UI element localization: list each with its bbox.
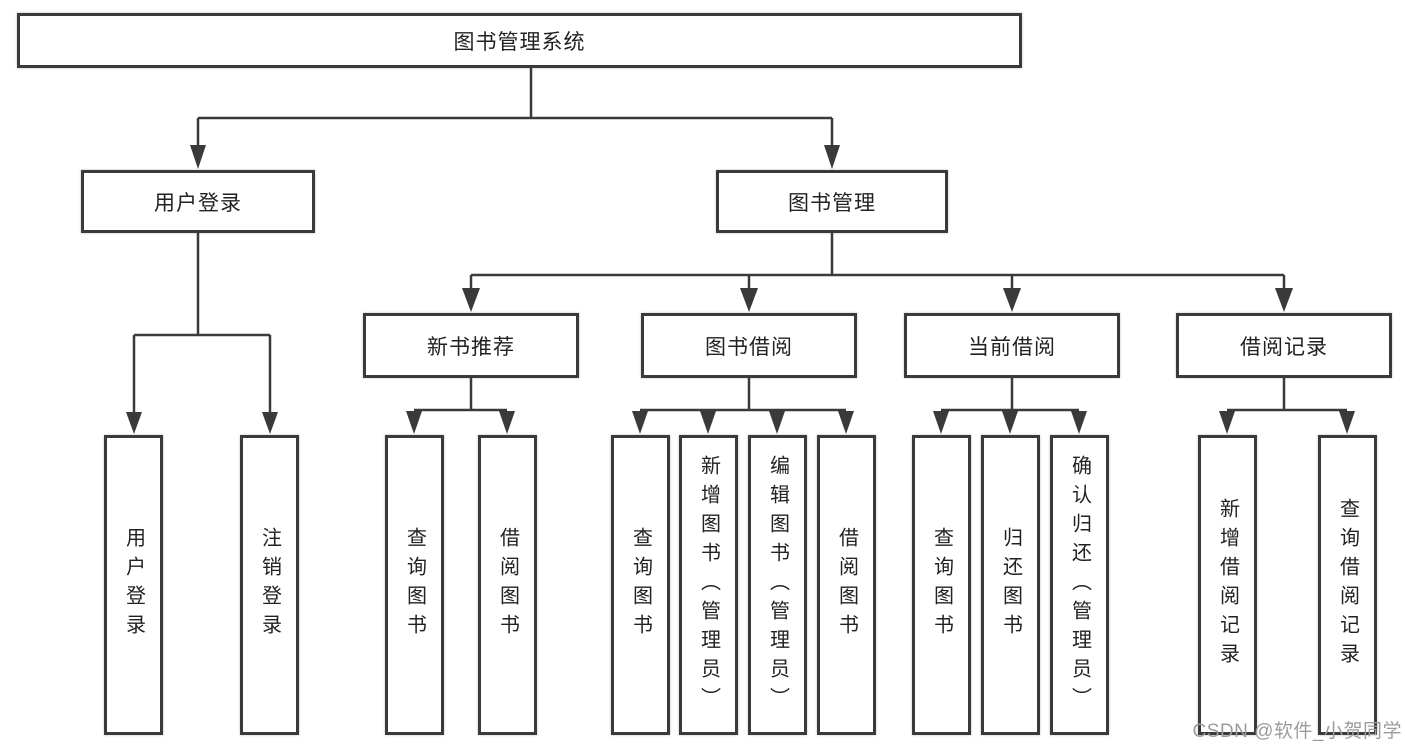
watermark: CSDN @软件_小贺同学 — [1192, 721, 1402, 742]
node-label: 查询借阅记录 — [1336, 498, 1359, 672]
node-label: 查询图书 — [930, 527, 953, 643]
node-label: 借阅图书 — [835, 527, 858, 643]
node-current-borrowing: 当前借阅 — [904, 313, 1120, 378]
node-label: 图书管理系统 — [453, 30, 586, 54]
arrow-down-icon — [824, 145, 840, 169]
node-label: 查询图书 — [403, 527, 426, 643]
node-label: 新增图书（管理员） — [697, 454, 720, 716]
node-label: 确认归还（管理员） — [1068, 454, 1091, 716]
leaf-newbooks-borrow-books: 借阅图书 — [478, 435, 537, 735]
arrow-down-icon — [1003, 288, 1021, 312]
arrow-down-icon — [262, 412, 278, 434]
node-label: 查询图书 — [629, 527, 652, 643]
node-label: 归还图书 — [999, 527, 1022, 643]
arrow-down-icon — [499, 411, 515, 434]
arrow-down-icon — [1071, 411, 1087, 434]
arrow-down-icon — [1339, 411, 1355, 434]
leaf-borrow-borrow-books: 借阅图书 — [817, 435, 876, 735]
node-user-login: 用户登录 — [81, 170, 315, 233]
connector-borrow-records-children — [1219, 378, 1355, 434]
leaf-current-query-books: 查询图书 — [912, 435, 971, 735]
arrow-down-icon — [933, 411, 949, 434]
connector-root-to-level2 — [190, 68, 840, 169]
leaf-current-confirm-return-admin: 确认归还（管理员） — [1050, 435, 1109, 735]
leaf-current-return-books: 归还图书 — [981, 435, 1040, 735]
connector-user-login-children — [126, 233, 278, 434]
node-new-book-recommend: 新书推荐 — [363, 313, 579, 378]
leaf-borrow-edit-books-admin: 编辑图书（管理员） — [748, 435, 807, 735]
arrow-down-icon — [1219, 411, 1235, 434]
node-label: 新增借阅记录 — [1216, 498, 1239, 672]
connector-current-borrow-children — [933, 378, 1087, 434]
leaf-records-add-record: 新增借阅记录 — [1198, 435, 1257, 735]
arrow-down-icon — [838, 411, 854, 434]
node-label: 新书推荐 — [427, 335, 515, 359]
arrow-down-icon — [462, 288, 480, 312]
node-book-borrowing: 图书借阅 — [641, 313, 857, 378]
leaf-logout: 注销登录 — [240, 435, 299, 735]
node-label: 用户登录 — [154, 191, 242, 215]
node-label: 注销登录 — [258, 527, 281, 643]
arrow-down-icon — [406, 411, 422, 434]
node-book-management: 图书管理 — [716, 170, 948, 233]
node-label: 借阅记录 — [1240, 335, 1328, 359]
node-borrowing-records: 借阅记录 — [1176, 313, 1392, 378]
connector-book-management-to-level3 — [462, 233, 1293, 312]
arrow-down-icon — [1275, 288, 1293, 312]
leaf-records-query-record: 查询借阅记录 — [1318, 435, 1377, 735]
connector-book-borrow-children — [632, 378, 854, 434]
node-label: 借阅图书 — [496, 527, 519, 643]
node-label: 当前借阅 — [968, 335, 1056, 359]
node-label: 编辑图书（管理员） — [766, 454, 789, 716]
node-label: 图书借阅 — [705, 335, 793, 359]
node-label: 图书管理 — [788, 191, 876, 215]
node-label: 用户登录 — [122, 527, 145, 643]
leaf-user-login: 用户登录 — [104, 435, 163, 735]
connector-new-book-children — [406, 378, 515, 434]
arrow-down-icon — [740, 288, 758, 312]
arrow-down-icon — [769, 411, 785, 434]
arrow-down-icon — [190, 145, 206, 169]
arrow-down-icon — [1002, 411, 1018, 434]
leaf-newbooks-query-books: 查询图书 — [385, 435, 444, 735]
arrow-down-icon — [700, 411, 716, 434]
leaf-borrow-query-books: 查询图书 — [611, 435, 670, 735]
arrow-down-icon — [632, 411, 648, 434]
node-root-system: 图书管理系统 — [17, 13, 1022, 68]
leaf-borrow-add-books-admin: 新增图书（管理员） — [679, 435, 738, 735]
arrow-down-icon — [126, 412, 142, 434]
